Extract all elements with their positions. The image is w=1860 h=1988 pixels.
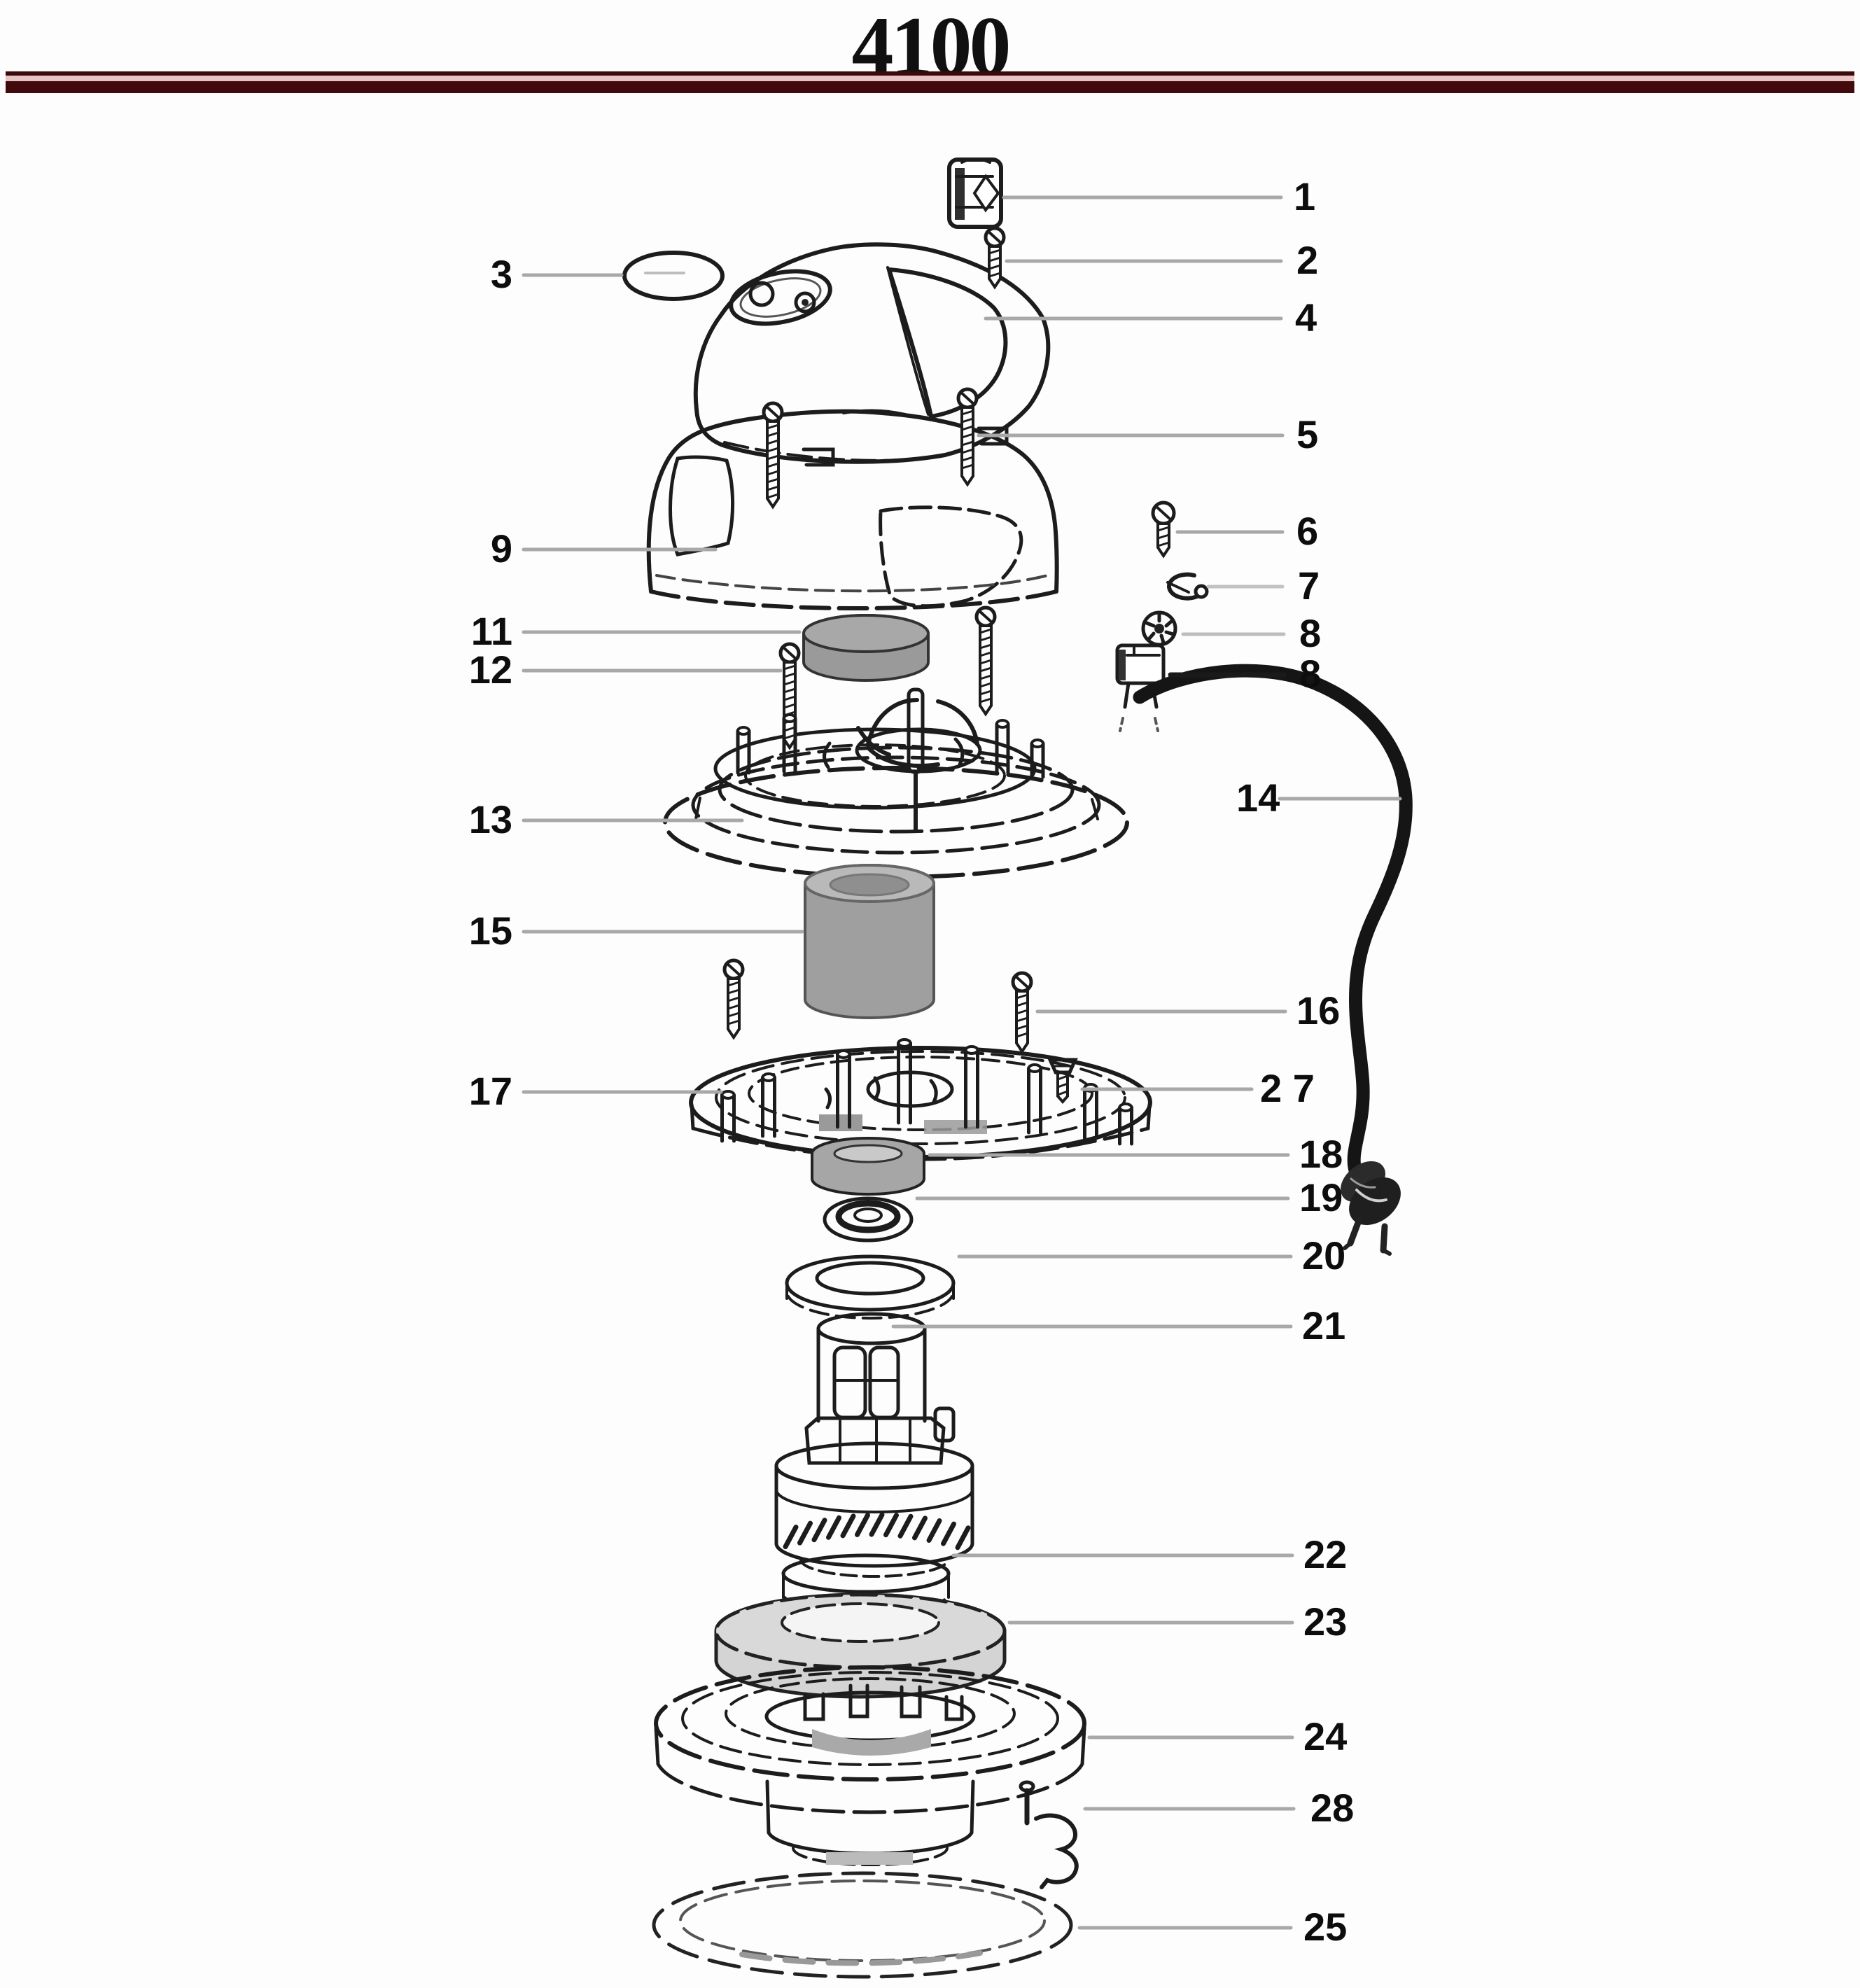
- part-label-12: 12: [468, 647, 512, 692]
- part-21-motor-drawing: [774, 1312, 974, 1578]
- header-rule-top-line: [6, 71, 1854, 76]
- part-19-bearing-drawing: [823, 1196, 914, 1242]
- part-13-dome-ring-drawing: [663, 746, 1129, 879]
- part-label-25: 25: [1303, 1904, 1348, 1949]
- part-8-push-nut-drawing: [1141, 610, 1177, 647]
- part-label-24: 24: [1303, 1714, 1348, 1758]
- part-9-dome-housing-drawing: [646, 409, 1059, 610]
- part-label-18: 18: [1299, 1131, 1343, 1176]
- part-label-2: 2: [1296, 237, 1319, 282]
- part-7-wire-clip-drawing: [1166, 572, 1209, 601]
- part-8-thermal-breaker-drawing: [1115, 643, 1166, 732]
- part-label-17: 17: [468, 1068, 512, 1113]
- part-11-gasket-drawing: [802, 614, 930, 682]
- part-label-27: 2 7: [1260, 1065, 1315, 1110]
- part-label-28: 28: [1310, 1785, 1355, 1830]
- part-label-4: 4: [1295, 295, 1317, 340]
- part-label-9: 9: [490, 526, 512, 570]
- part-label-7: 7: [1298, 563, 1320, 608]
- part-label-16: 16: [1296, 988, 1341, 1032]
- part-label-5: 5: [1296, 412, 1319, 456]
- part-27-flat-screw-drawing: [1047, 1058, 1078, 1105]
- power-plug-drawing: [1341, 1161, 1401, 1256]
- part-label-23: 23: [1303, 1599, 1348, 1644]
- part-label-8b: 8: [1299, 651, 1322, 696]
- header-rule: [6, 71, 1854, 93]
- part-label-8a: 8: [1299, 610, 1322, 655]
- part-24-base-housing-drawing: [654, 1665, 1086, 1866]
- part-28-clip-drawing: [1019, 1780, 1079, 1889]
- part-20-ring-drawing: [785, 1254, 956, 1320]
- part-18-gasket-drawing: [811, 1137, 925, 1196]
- part-1-switch-drawing: [947, 158, 1003, 229]
- part-label-1: 1: [1294, 174, 1316, 218]
- part-label-21: 21: [1302, 1303, 1346, 1348]
- part-label-15: 15: [468, 908, 512, 953]
- part-label-22: 22: [1303, 1532, 1348, 1576]
- part-17-lower-plate-drawing: [689, 1046, 1152, 1161]
- part-label-20: 20: [1302, 1233, 1346, 1278]
- part-label-19: 19: [1299, 1175, 1343, 1219]
- part-label-3: 3: [490, 251, 512, 296]
- part-label-13: 13: [468, 797, 512, 841]
- header-rule-bottom-line: [6, 81, 1854, 93]
- screws-drawing: [722, 226, 1176, 1054]
- part-label-14: 14: [1236, 775, 1280, 820]
- leader-lines: [522, 195, 1402, 1930]
- part-label-11: 11: [470, 608, 512, 653]
- header-rule-gap: [6, 76, 1854, 81]
- part-25-base-ring-drawing: [652, 1871, 1073, 1979]
- part-15-filter-drawing: [804, 864, 935, 1019]
- part-label-6: 6: [1296, 508, 1319, 553]
- part-14-power-cord-drawing: [1133, 664, 1413, 1256]
- part-3-oval-button-drawing: [622, 251, 725, 301]
